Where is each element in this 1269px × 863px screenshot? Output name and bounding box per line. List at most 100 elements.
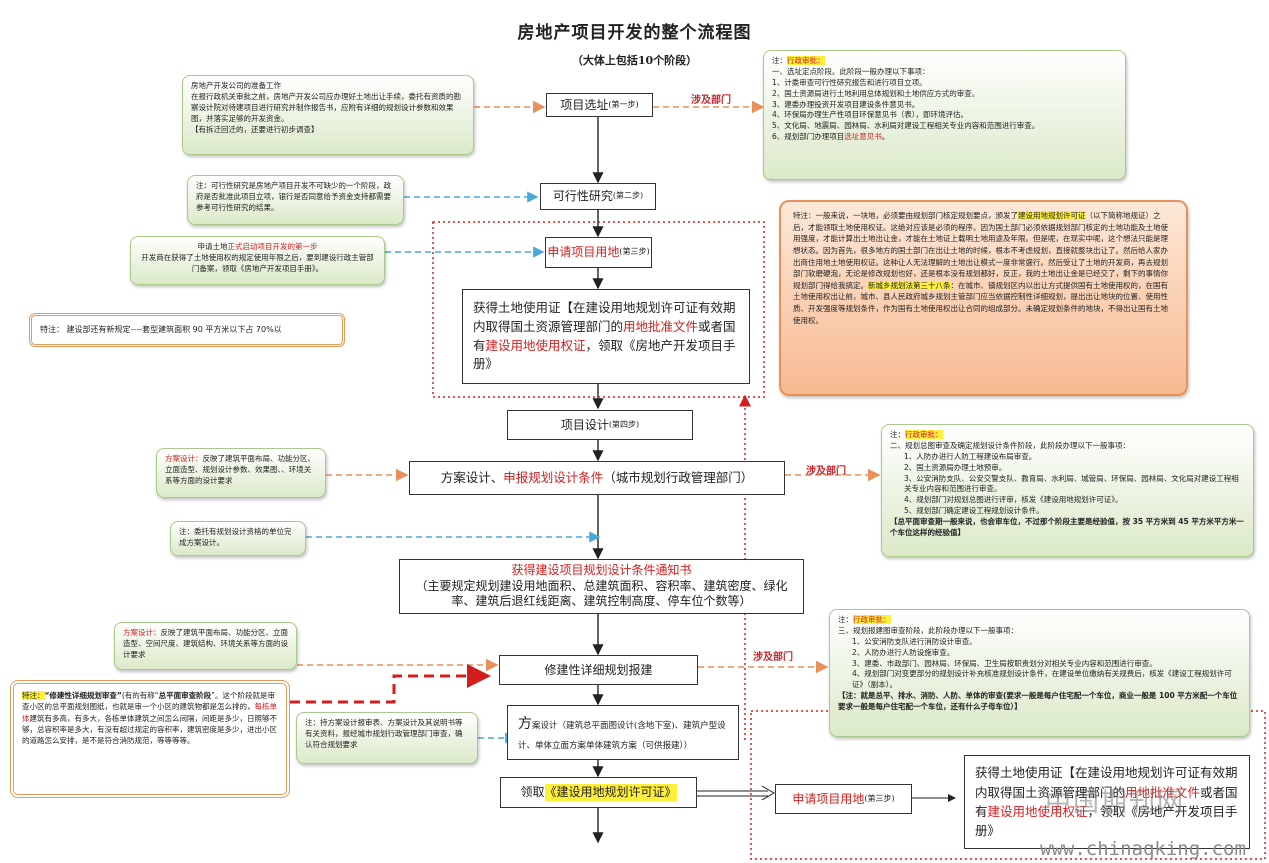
text: ”。这个阶段就是审查小区的总平面规划图纸，也就是审一个小区的建筑物都是怎么排的， — [22, 691, 276, 712]
text: （城市规划行政管理部门） — [603, 469, 754, 485]
land-certificate-box-2: 获得土地使用证【在建设用地规划许可证有效期内取得国土资源管理部门的用地批准文件或… — [964, 755, 1250, 849]
obtain-permit-box[interactable]: 领取《建设用地规划许可证》 — [500, 777, 697, 808]
approval-item: 2、国土资源局办理土地预审。 — [904, 462, 1007, 472]
involved-label-3: 涉及部门 — [753, 652, 793, 663]
text-highlight: 方案设计： — [165, 454, 203, 463]
approval-item: 1、人防办进行人防工程建设布局审查。 — [904, 451, 1037, 461]
note-report: 注：持方案设计报审表、方案设计及其说明书等有关资料，报经城市规划行政管理部门审查… — [296, 712, 478, 764]
planning-notice-box: 获得建设项目规划设计条件通知书 （主要规定规划建设用地面积、总建筑面积、容积率、… — [399, 559, 804, 614]
text: 特注：一般来说，一块地，必须要由规划部门核定规划要点，颁发了 — [793, 211, 1018, 220]
step-number: (第三步) — [619, 247, 650, 257]
land-certificate-box: 获得土地使用证【在建设用地规划许可证有效期内取得国土资源管理部门的用地批准文件或… — [462, 289, 750, 384]
permit-highlight: 《建设用地规划许可证》 — [544, 784, 677, 801]
note-admin-approval-3: 注：行政审批： 三、规划报建图审查阶段，此阶段办理以下一般事项：1、公安消防支队… — [829, 609, 1250, 737]
text: (有的有称“ — [121, 691, 159, 700]
note-admin-approval-1: 注：行政审批： 一、选址定点阶段。此阶段一般办理以下事项：1、计委审查可行性研究… — [763, 50, 1126, 180]
text: （以下简称地规证）之后，才能领取土地使用权证。这绝对应该是必须的程序。因为国土部… — [793, 211, 1168, 290]
text-highlight: 用地批准文件 — [623, 318, 699, 334]
approval-item: 三、规划报建图审查阶段，此阶段办理以下一般事项： — [838, 625, 1018, 635]
text-highlight: 用地批准文件 — [1125, 784, 1201, 800]
step-site-selection[interactable]: 项目选址(第一步) — [546, 93, 653, 117]
note-land-apply: 申请土地正式启动项目开发的第一步 开发商在获得了土地使用权的规定使用年限之后，要… — [130, 236, 385, 285]
step-label: 修建性详细规划报建 — [544, 662, 653, 677]
text-highlight: 选址意见书 — [844, 132, 882, 142]
approval-list: 一、选址定点阶段。此阶段一般办理以下事项：1、计委审查可行性研究报告和进行项目立… — [772, 67, 1117, 132]
text: 反映了建筑平面布局、功能分区、立面造型、空间尺度、建筑结构、环境关系等方面的设计… — [123, 628, 288, 659]
approval-item: 3、公安消防支队、公安交警支队、教育局、水利局、城管局、环保局、园林局、文化局对… — [904, 473, 1239, 494]
text: 反映了建筑平面布局、功能分区、立面造型、规划设计参数、效果图、、环境关系等方面的… — [165, 454, 315, 485]
page-subtitle: （大体上包括10个阶段） — [571, 54, 698, 67]
text-bold: “修建性详细规划审查” — [44, 691, 122, 700]
step-number: (第三步) — [864, 793, 895, 803]
note-special-land-planning: 特注：一般来说，一块地，必须要由规划部门核定规划要点，颁发了建设用地规划许可证（… — [779, 200, 1188, 396]
involved-label-1: 涉及部门 — [691, 95, 731, 106]
approval-item: 1、计委审查可行性研究报告和进行项目立项。 — [772, 77, 927, 87]
step-label: 申请项目用地 — [792, 791, 865, 806]
note-feasibility: 注：可行性研究是房地产项目开发不可缺少的一个阶段，政府是否批准此项目立项，银行是… — [187, 175, 404, 225]
text-highlight: 建设用地使用权证 — [987, 804, 1088, 819]
text-highlight: 特注： — [22, 691, 45, 700]
text: 6、规划部门办理项目 — [772, 132, 845, 142]
text: 方案设计、 — [440, 469, 504, 485]
text: 获得土地使用证【在建设用地规划许可证有效期内取得国土资源管理部门的 — [975, 765, 1238, 800]
approval-item: 3、建委、市政部门、园林局、环保局、卫生局按职责划分对相关专业内容和范围进行审查… — [852, 658, 1157, 668]
note-preparation: 房地产开发公司的准备工作 在报行政机关审批之前，房地产开发公司应办理好土地出让手… — [182, 75, 474, 155]
text: 申请土地 — [197, 242, 228, 251]
detail-planning-box[interactable]: 修建性详细规划报建 — [499, 655, 698, 685]
text: 领取 — [520, 785, 545, 800]
step-number: (第一步) — [608, 99, 639, 109]
step-label: 可行性研究 — [552, 189, 613, 204]
approval-item: 二、规划总图审查及确定规划设计条件阶段，此阶段办理以下一般事项： — [890, 440, 1130, 450]
text: ：在城市、镇规划区内以出让方式提供国有土地使用权的，在国有土地使用权出让前，城市… — [793, 280, 1168, 325]
approval-list: 二、规划总图审查及确定规划设计条件阶段，此阶段办理以下一般事项：1、人防办进行人… — [890, 441, 1245, 517]
note-end: 【注：就是总平、排水、消防、人防、单体的审查(要求一般是每户住宅配一个车位，商业… — [838, 691, 1238, 711]
step-number: (第四步) — [608, 419, 640, 429]
text: 或者国有 — [975, 784, 1238, 819]
text-highlight: 建设用地规划许可证 — [1018, 211, 1086, 220]
note-body: 注：持方案设计报审表、方案设计及其说明书等有关资料，报经城市规划行政管理部门审查… — [305, 718, 463, 749]
note-entrust: 注：委托有规划设计资格的单位完成方案设计。 — [170, 521, 306, 556]
notice-body: （主要规定规划建设用地面积、总建筑面积、容积率、建筑密度、绿化率、建筑后退红线距… — [415, 578, 788, 609]
watermark-url: www.chinaqking.com — [1040, 838, 1246, 860]
approval-item: 一、选址定点阶段。此阶段一般办理以下事项： — [772, 66, 930, 76]
text: 获得土地使用证【在建设用地规划许可证有效期内取得国土资源管理部门的 — [473, 300, 736, 334]
step-label: 申请项目用地 — [547, 245, 620, 260]
text-highlight: 建设用地使用权证 — [485, 337, 586, 353]
note-end: 【有拆迁回迁的，还要进行初步调查】 — [191, 124, 319, 134]
note-body: 开发商在获得了土地使用权的规定使用年限之后，要到建设行政主管部门备案，领取《房地… — [141, 252, 374, 273]
note-title: 房地产开发公司的准备工作 — [191, 81, 281, 90]
scheme-design-box[interactable]: 方案设计、申报规划设计条件（城市规划行政管理部门） — [409, 461, 785, 495]
text-highlight: 行政审批： — [853, 615, 891, 624]
approval-item: 1、公安消防支队进行消防设计审查。 — [852, 636, 977, 646]
text: 注： — [772, 56, 787, 65]
text: 或者国有 — [473, 318, 736, 353]
approval-item: 2、国土资源局进行土地利用总体规划和土地供应方式的审查。 — [772, 88, 980, 98]
approval-item: 5、规划部门确定建设工程规划设计条件。 — [904, 506, 1044, 516]
step-label: 项目选址 — [560, 97, 609, 112]
note-body: 在报行政机关审批之前，房地产开发公司应办理好土地出让手续，委托有资质的勘察设计院… — [191, 91, 461, 123]
text: 建筑有多高，有多大，各栋单体建筑之间怎么间隔，间距是多少，日照够不够，总容积率是… — [22, 713, 277, 746]
note-scheme-design-2: 方案设计：反映了建筑平面布局、功能分区、立面造型、空间尺度、建筑结构、环境关系等… — [114, 622, 297, 670]
text-initial: 方 — [518, 716, 532, 733]
note-body: 特注： 建设部还有新规定----套型建筑面积 90 平方米以下占 70%以 — [40, 325, 282, 334]
text-bold: 总平面审查阶段 — [158, 691, 212, 700]
step-feasibility[interactable]: 可行性研究(第二步) — [540, 183, 656, 210]
approval-item: 4、规划部门对规划总图进行评审，核发《建设用地规划许可证》。 — [904, 495, 1123, 505]
step-land-application[interactable]: 申请项目用地(第三步) — [545, 237, 652, 268]
scheme-design-detail-box: 方案设计（建筑总平面图设计(含地下室)、建筑户型设计、单体立面方案单体建筑方案（… — [507, 705, 739, 760]
apply-land-box[interactable]: 申请项目用地(第三步) — [775, 784, 912, 814]
approval-item: 4、环保局办理生产性项目环保意见书（表），即环境评估。 — [772, 110, 969, 120]
note-end: 【总平面审查期一般来说，也会审车位，不过那个阶段主要是经验值，按 35 平方米到… — [890, 517, 1244, 537]
text: 案设计（建筑总平面图设计(含地下室)、建筑户型设计、单体立面方案单体建筑方案（可… — [518, 721, 726, 751]
text: ，领取《房地产开发项目手册》 — [975, 804, 1238, 839]
text-highlight: 行政审批： — [787, 56, 825, 65]
step-project-design[interactable]: 项目设计(第四步) — [507, 410, 693, 440]
approval-item: 3、建委办理投资开发项目建设条件意见书。 — [772, 99, 920, 109]
text: 注： — [890, 430, 905, 439]
approval-item: 2、人防办进行人防设施审查。 — [852, 647, 955, 657]
note-admin-approval-2: 注：行政审批： 二、规划总图审查及确定规划设计条件阶段，此阶段办理以下一般事项：… — [881, 424, 1254, 557]
note-body: 注：委托有规划设计资格的单位完成方案设计。 — [179, 527, 292, 547]
text: 注： — [838, 615, 853, 624]
text: ，领取《房地产开发项目手册》 — [473, 337, 736, 372]
note-detail-review: 特注：“修建性详细规划审查”(有的有称“总平面审查阶段”。这个阶段就是审查小区的… — [10, 680, 290, 798]
